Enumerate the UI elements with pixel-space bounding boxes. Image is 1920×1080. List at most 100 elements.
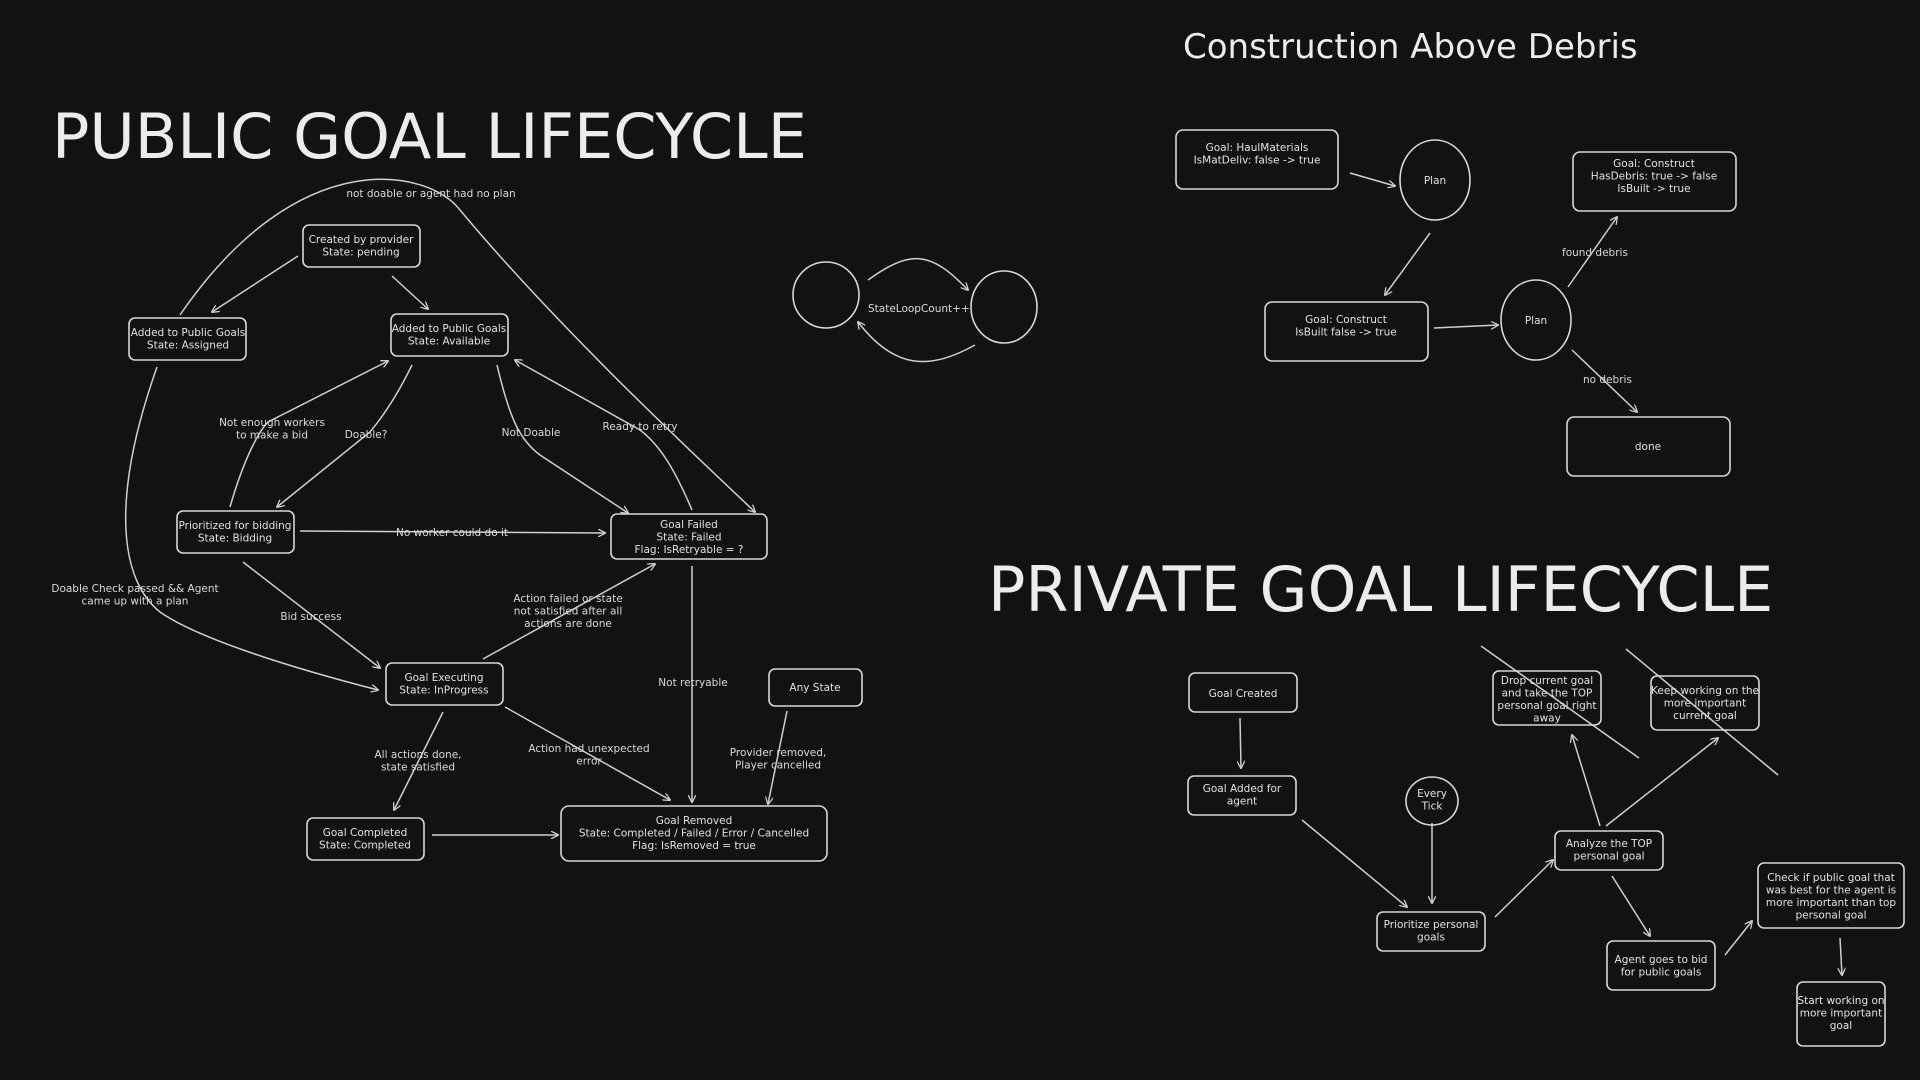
edge-anystate-to-removed	[768, 710, 788, 804]
edge-assigned-to-failed	[179, 178, 755, 512]
edge-available-to-failed	[496, 364, 628, 513]
edge-bidding-to-failed	[299, 531, 605, 533]
private-edges	[1240, 717, 1842, 975]
loop-state-right	[970, 270, 1038, 344]
edge-haul-to-plan1	[1349, 172, 1395, 186]
label-doable: Doable?	[345, 429, 388, 441]
public-edge-labels: not doable or agent had no plan Not enou…	[51, 188, 826, 774]
label-not-doable-no-plan: not doable or agent had no plan	[346, 188, 515, 200]
edge-plan1-to-construct	[1385, 232, 1431, 295]
private-lifecycle-title: PRIVATE GOAL LIFECYCLE	[988, 553, 1773, 626]
edge-check-to-start	[1840, 937, 1842, 975]
construction-edges	[1349, 172, 1637, 412]
label-not-doable: Not Doable	[502, 427, 561, 439]
label-found-debris: found debris	[1562, 247, 1628, 259]
svg-text:done: done	[1635, 441, 1661, 453]
loop-state-left	[792, 261, 860, 329]
crossout-drop	[1480, 645, 1640, 759]
edge-failed-to-available	[515, 360, 693, 511]
construction-title: Construction Above Debris	[1183, 27, 1638, 67]
label-not-retryable: Not retryable	[658, 677, 727, 689]
node-done: done	[1566, 416, 1731, 477]
svg-text:Any State: Any State	[789, 682, 840, 694]
edge-bidding-to-executing	[242, 561, 380, 668]
label-bid-success: Bid success	[280, 611, 341, 623]
edge-executing-to-completed	[394, 711, 444, 810]
node-any-state: Any State	[768, 668, 863, 707]
crossout-keep	[1625, 648, 1779, 776]
node-plan-1: Plan	[1399, 139, 1471, 221]
edge-prioritize-to-analyze	[1494, 860, 1553, 918]
label-no-worker: No worker could do it	[396, 527, 508, 539]
edge-plan2-to-construct-debris	[1567, 217, 1617, 288]
edge-available-to-bidding	[277, 364, 413, 507]
svg-text:Plan: Plan	[1424, 175, 1446, 187]
edge-analyze-to-keep	[1605, 738, 1718, 827]
label-ready-retry: Ready to retry	[602, 421, 677, 433]
edge-analyze-to-drop	[1572, 735, 1601, 827]
edge-loop-top	[867, 258, 968, 290]
edge-analyze-to-bid	[1611, 875, 1650, 936]
edge-construct-to-plan2	[1433, 325, 1498, 328]
public-edges	[124, 178, 788, 835]
state-loop: StateLoopCount++	[792, 258, 1038, 363]
loop-label: StateLoopCount++	[868, 303, 970, 315]
label-no-debris: no debris	[1583, 374, 1632, 386]
edge-bidding-to-available	[229, 361, 388, 508]
edge-executing-to-failed	[482, 564, 655, 660]
node-goal-created: Goal Created	[1188, 672, 1298, 713]
label-all-done: All actions done,state satisfied	[374, 749, 461, 774]
edge-bid-to-check	[1724, 921, 1752, 956]
edge-assigned-to-executing	[124, 366, 378, 690]
label-provider-removed: Provider removed,Player cancelled	[730, 747, 826, 772]
svg-text:Goal Created: Goal Created	[1209, 688, 1278, 700]
edge-created-to-assigned	[212, 255, 299, 312]
public-lifecycle-title: PUBLIC GOAL LIFECYCLE	[52, 100, 807, 173]
edge-loop-bottom	[858, 322, 976, 363]
edge-plan2-to-done	[1571, 349, 1637, 412]
edge-created-to-added	[1240, 717, 1241, 768]
node-plan-2: Plan	[1500, 279, 1572, 361]
edge-executing-to-removed	[504, 706, 670, 800]
